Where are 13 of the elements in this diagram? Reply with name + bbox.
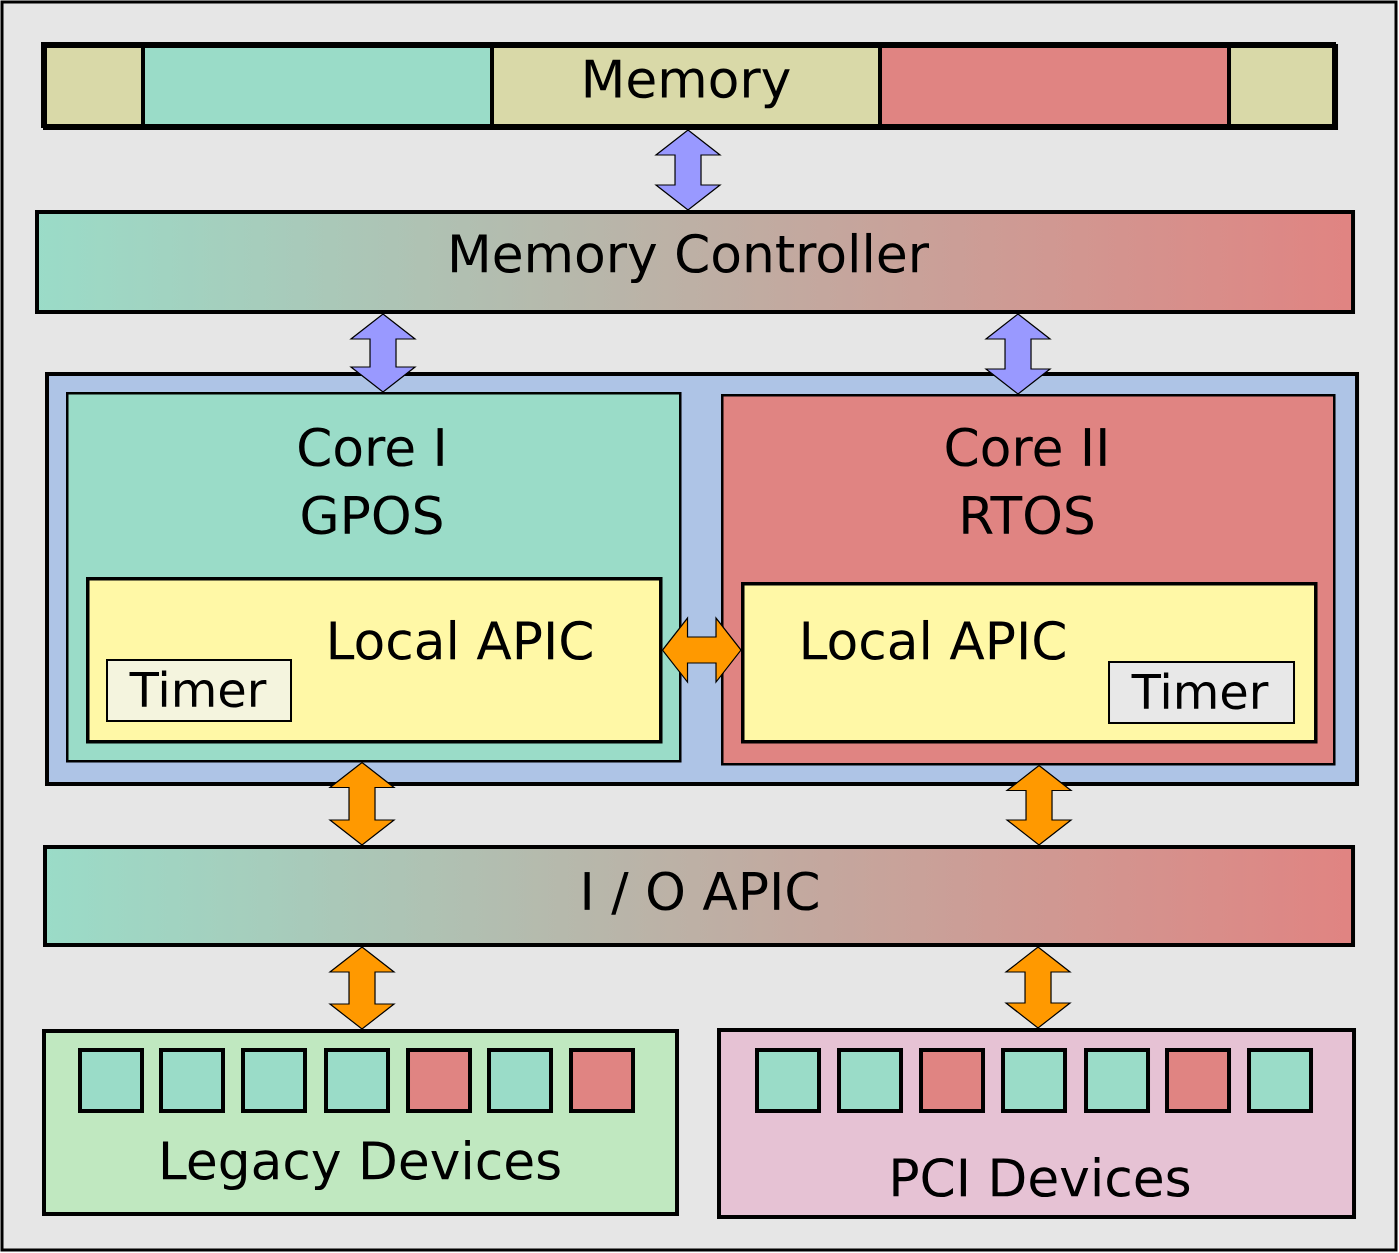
double-arrow bbox=[654, 129, 722, 211]
double-arrow bbox=[349, 313, 417, 393]
memory-bar: Memory bbox=[41, 42, 1339, 130]
double-arrow bbox=[328, 761, 396, 846]
timer-box: Timer bbox=[106, 659, 292, 722]
apic-bar: I / O APIC bbox=[43, 845, 1356, 947]
timer-box: Timer bbox=[1108, 661, 1295, 724]
double-arrow bbox=[661, 616, 742, 684]
double-arrow bbox=[1004, 946, 1072, 1029]
double-arrow bbox=[1005, 764, 1073, 846]
double-arrow bbox=[328, 946, 396, 1030]
double-arrow bbox=[984, 313, 1052, 395]
controller-bar: Memory Controller bbox=[35, 210, 1356, 314]
